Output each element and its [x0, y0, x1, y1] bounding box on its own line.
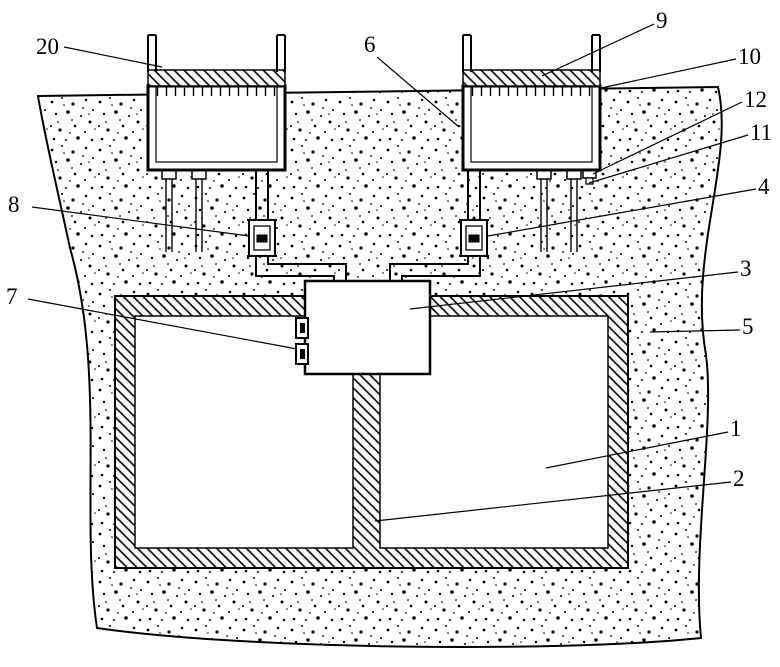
leader-10 [600, 58, 737, 89]
leader-20 [63, 46, 163, 68]
leader-7 [27, 298, 298, 350]
left-drain-pipe [267, 170, 347, 282]
leader-1 [545, 431, 729, 469]
distribution-box-body [303, 279, 432, 376]
basin-grate-teeth [152, 86, 281, 96]
ref-label-20: 20 [36, 34, 59, 59]
right-drain-pipe [389, 170, 469, 282]
leader-5 [649, 329, 741, 333]
ref-label-1: 1 [730, 416, 742, 441]
basin-grate [462, 69, 601, 87]
leader-6 [376, 56, 460, 128]
basin-shell [146, 84, 287, 172]
valve-right [459, 219, 489, 257]
basin-shell [461, 84, 602, 172]
valve-core [468, 234, 480, 243]
ref-label-2: 2 [733, 466, 745, 491]
right-basin-corner-fitting [585, 177, 594, 185]
valve-inner [465, 225, 483, 251]
ref-label-7: 7 [6, 284, 18, 309]
valve-core [256, 234, 268, 243]
box-fitting-core [300, 323, 305, 333]
left-catch-basin [146, 34, 287, 172]
valve-left [247, 219, 277, 257]
basin-grate-teeth [467, 86, 596, 96]
box-side-fittings [295, 317, 309, 365]
box-fitting-core [300, 349, 305, 359]
leader-8 [31, 206, 250, 237]
ref-label-6: 6 [364, 32, 376, 57]
leader-11 [588, 134, 749, 184]
leader-2 [374, 481, 732, 522]
leader-4 [487, 188, 757, 237]
ref-label-9: 9 [656, 8, 668, 33]
ref-label-3: 3 [740, 256, 752, 281]
leader-9 [541, 23, 655, 77]
leader-lines [27, 23, 757, 522]
ref-label-4: 4 [758, 174, 770, 199]
leader-12 [592, 101, 743, 175]
reference-labels: 20 6 9 10 12 11 4 8 3 7 5 1 2 [6, 8, 772, 491]
ref-label-5: 5 [742, 314, 754, 339]
ref-label-10: 10 [738, 44, 761, 69]
underground-tank [114, 295, 629, 569]
valve-inner [253, 225, 271, 251]
ref-label-11: 11 [750, 120, 772, 145]
distribution-box [303, 279, 432, 376]
ref-label-8: 8 [8, 192, 20, 217]
right-catch-basin [461, 34, 602, 172]
ref-label-12: 12 [744, 87, 767, 112]
basin-grate [147, 69, 286, 87]
leader-3 [409, 271, 739, 310]
